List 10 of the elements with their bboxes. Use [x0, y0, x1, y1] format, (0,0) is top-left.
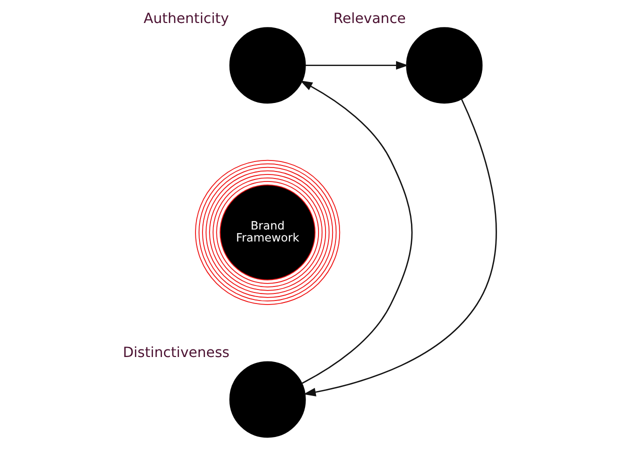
node-label: Relevance [333, 10, 406, 27]
node-circle [229, 27, 306, 104]
node-label: Authenticity [144, 10, 229, 27]
node-circle: Brand Framework [195, 160, 340, 305]
node-circle [229, 361, 306, 438]
arrow [306, 61, 408, 70]
node-label: Distinctiveness [122, 345, 230, 362]
node-circle [406, 27, 483, 104]
arrow [300, 80, 413, 384]
arrow [303, 99, 497, 396]
